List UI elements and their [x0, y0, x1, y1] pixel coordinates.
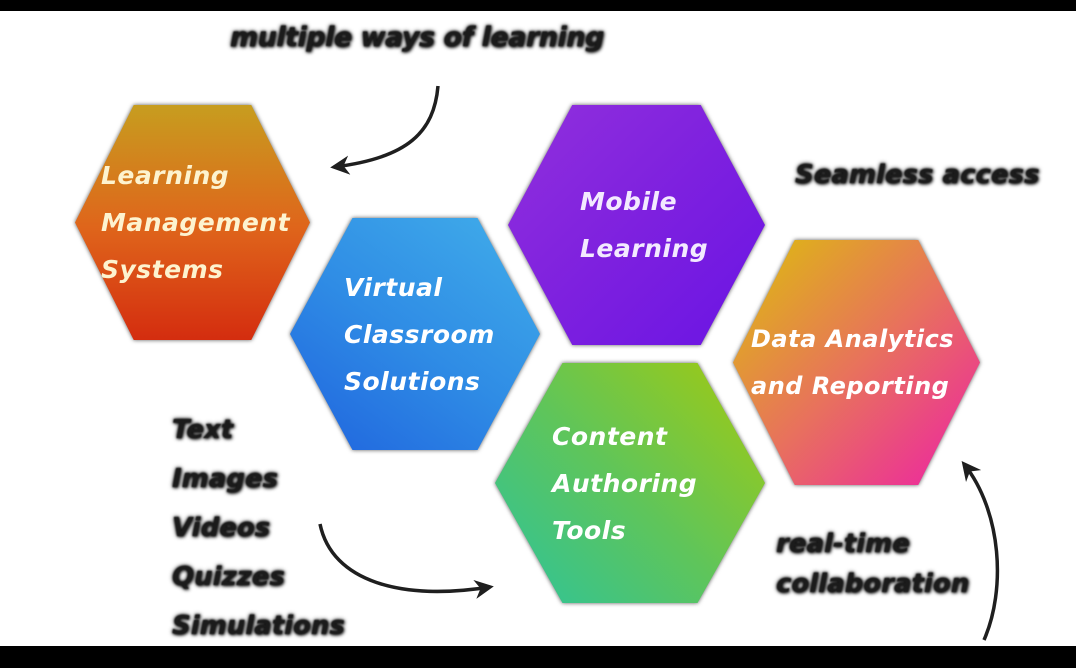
hexagon-learning-management-systems: Learning Management Systems — [75, 105, 310, 340]
bottom-black-bar — [0, 646, 1076, 668]
annotation-list-item: Images — [172, 464, 279, 494]
hexagon-label-line: Data Analytics — [751, 324, 955, 353]
hexagon-label-line: Learning — [101, 161, 230, 190]
hexagon-virtual-classroom-solutions: Virtual Classroom Solutions — [290, 218, 540, 450]
top-black-bar — [0, 0, 1076, 11]
hexagon-label-line: Systems — [101, 255, 224, 284]
annotation-list-item: Text — [172, 415, 234, 445]
hexagon-mobile-learning: Mobile Learning — [508, 105, 765, 345]
hexagon-label-line: and Reporting — [751, 371, 950, 400]
hexagon-label-line: Authoring — [552, 468, 698, 498]
arrow-to-content-authoring — [318, 523, 494, 599]
annotation-list-item: Quizzes — [172, 562, 285, 592]
hexagon-label-line: Management — [101, 208, 291, 237]
annotation-seamless-access: Seamless access — [795, 160, 1040, 190]
hexagon-data-analytics-and-reporting: Data Analytics and Reporting — [733, 240, 980, 485]
annotation-line: real-time — [776, 529, 910, 559]
annotation-realtime-collaboration: real-time collaboration — [776, 524, 969, 604]
hexagon-label-line: Learning — [580, 234, 709, 263]
annotation-content-list: Text Images Videos Quizzes Simulations — [172, 406, 345, 651]
hexagon-label-line: Mobile — [580, 187, 678, 216]
annotation-list-item: Simulations — [172, 611, 345, 641]
hexagon-label-line: Tools — [552, 515, 627, 545]
hexagon-label-line: Virtual — [344, 272, 443, 302]
hexagon-content-authoring-tools: Content Authoring Tools — [495, 363, 765, 603]
hexagon-label-line: Classroom — [344, 319, 495, 349]
hexagon-label-line: Content — [552, 421, 668, 451]
annotation-multiple-ways: multiple ways of learning — [230, 22, 604, 53]
annotation-list-item: Videos — [172, 513, 271, 543]
arrow-to-lms — [330, 85, 440, 175]
annotation-line: collaboration — [776, 569, 970, 599]
hexagon-label-line: Solutions — [344, 366, 481, 396]
